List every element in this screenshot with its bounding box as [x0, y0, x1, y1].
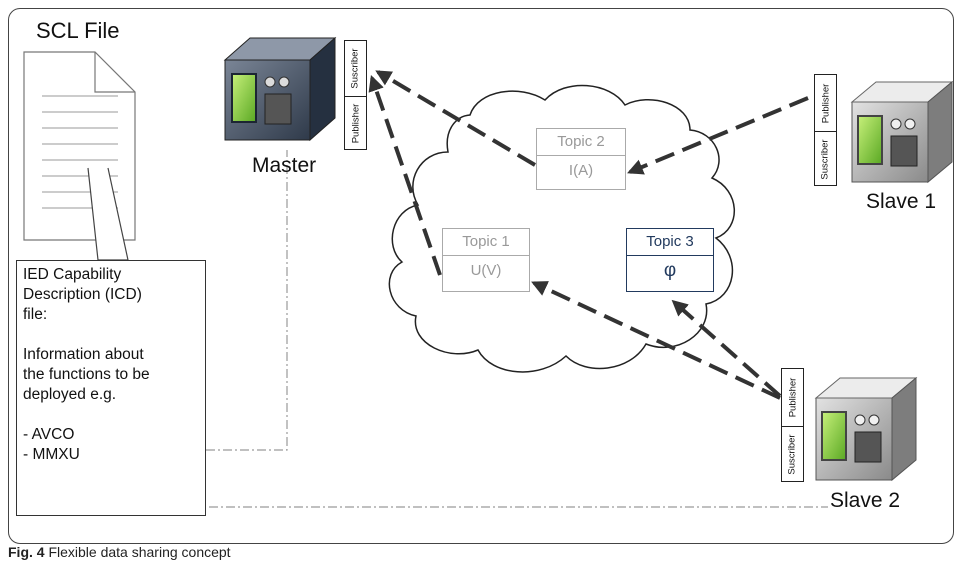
icd-item-mmxu: - MMXU: [23, 446, 80, 463]
master-device-icon: [223, 36, 337, 142]
icd-line: Information about: [23, 346, 144, 363]
master-port-box: Suscriber Publisher: [344, 40, 367, 150]
slave2-device-icon: [814, 376, 918, 482]
slave1-publisher-label: Publisher: [820, 83, 832, 123]
slave1-port-box: Publisher Suscriber: [814, 74, 837, 186]
topic2-box: Topic 2 I(A): [536, 128, 626, 190]
topic2-value: I(A): [568, 162, 594, 179]
arrow-slave2-to-topic1: [531, 281, 781, 400]
slave2-label: Slave 2: [830, 489, 901, 512]
cloud-shape: [388, 84, 735, 373]
slave2-subscriber-label: Suscriber: [787, 434, 798, 475]
topic3-name: Topic 3: [627, 229, 713, 256]
slave2-publisher-label: Publisher: [787, 377, 799, 418]
topic2-name: Topic 2: [537, 129, 625, 156]
topic1-value: U(V): [470, 262, 502, 279]
topic1-box: Topic 1 U(V): [442, 228, 530, 292]
icd-line: IED Capability: [23, 266, 122, 283]
topic1-name: Topic 1: [443, 229, 529, 256]
slave1-device-icon: [850, 80, 954, 184]
arrow-slave2-to-topic3: [671, 299, 782, 398]
topic3-box: Topic 3 φ: [626, 228, 714, 292]
icd-description-box: IED Capability Description (ICD) file: I…: [16, 260, 206, 516]
figure-number: Fig. 4: [8, 544, 45, 560]
icd-line: deployed e.g.: [23, 386, 117, 403]
connector-master-avco: [138, 150, 288, 451]
master-label: Master: [252, 154, 317, 177]
master-subscriber-label: Suscriber: [350, 48, 361, 89]
figure-caption: Fig. 4 Flexible data sharing concept: [8, 544, 231, 560]
scl-file-title: SCL File: [36, 18, 120, 43]
figure-frame: [8, 8, 954, 544]
icd-line: file:: [23, 306, 48, 323]
slave2-port-box: Publisher Suscriber: [781, 368, 804, 482]
caption-text: Flexible data sharing concept: [44, 544, 231, 560]
topic3-value: φ: [663, 260, 677, 281]
document-icon: [23, 51, 136, 241]
icd-line: Description (ICD): [23, 286, 142, 303]
arrow-slave1-to-topic2: [627, 96, 809, 175]
master-publisher-label: Publisher: [350, 103, 362, 144]
arrow-topic2-to-master: [375, 70, 537, 167]
icd-item-avco: - AVCO: [23, 426, 75, 443]
icd-line: the functions to be: [23, 366, 150, 383]
slave1-label: Slave 1: [866, 190, 937, 213]
slave1-subscriber-label: Suscriber: [820, 138, 831, 180]
arrow-topic1-to-master: [368, 74, 442, 276]
